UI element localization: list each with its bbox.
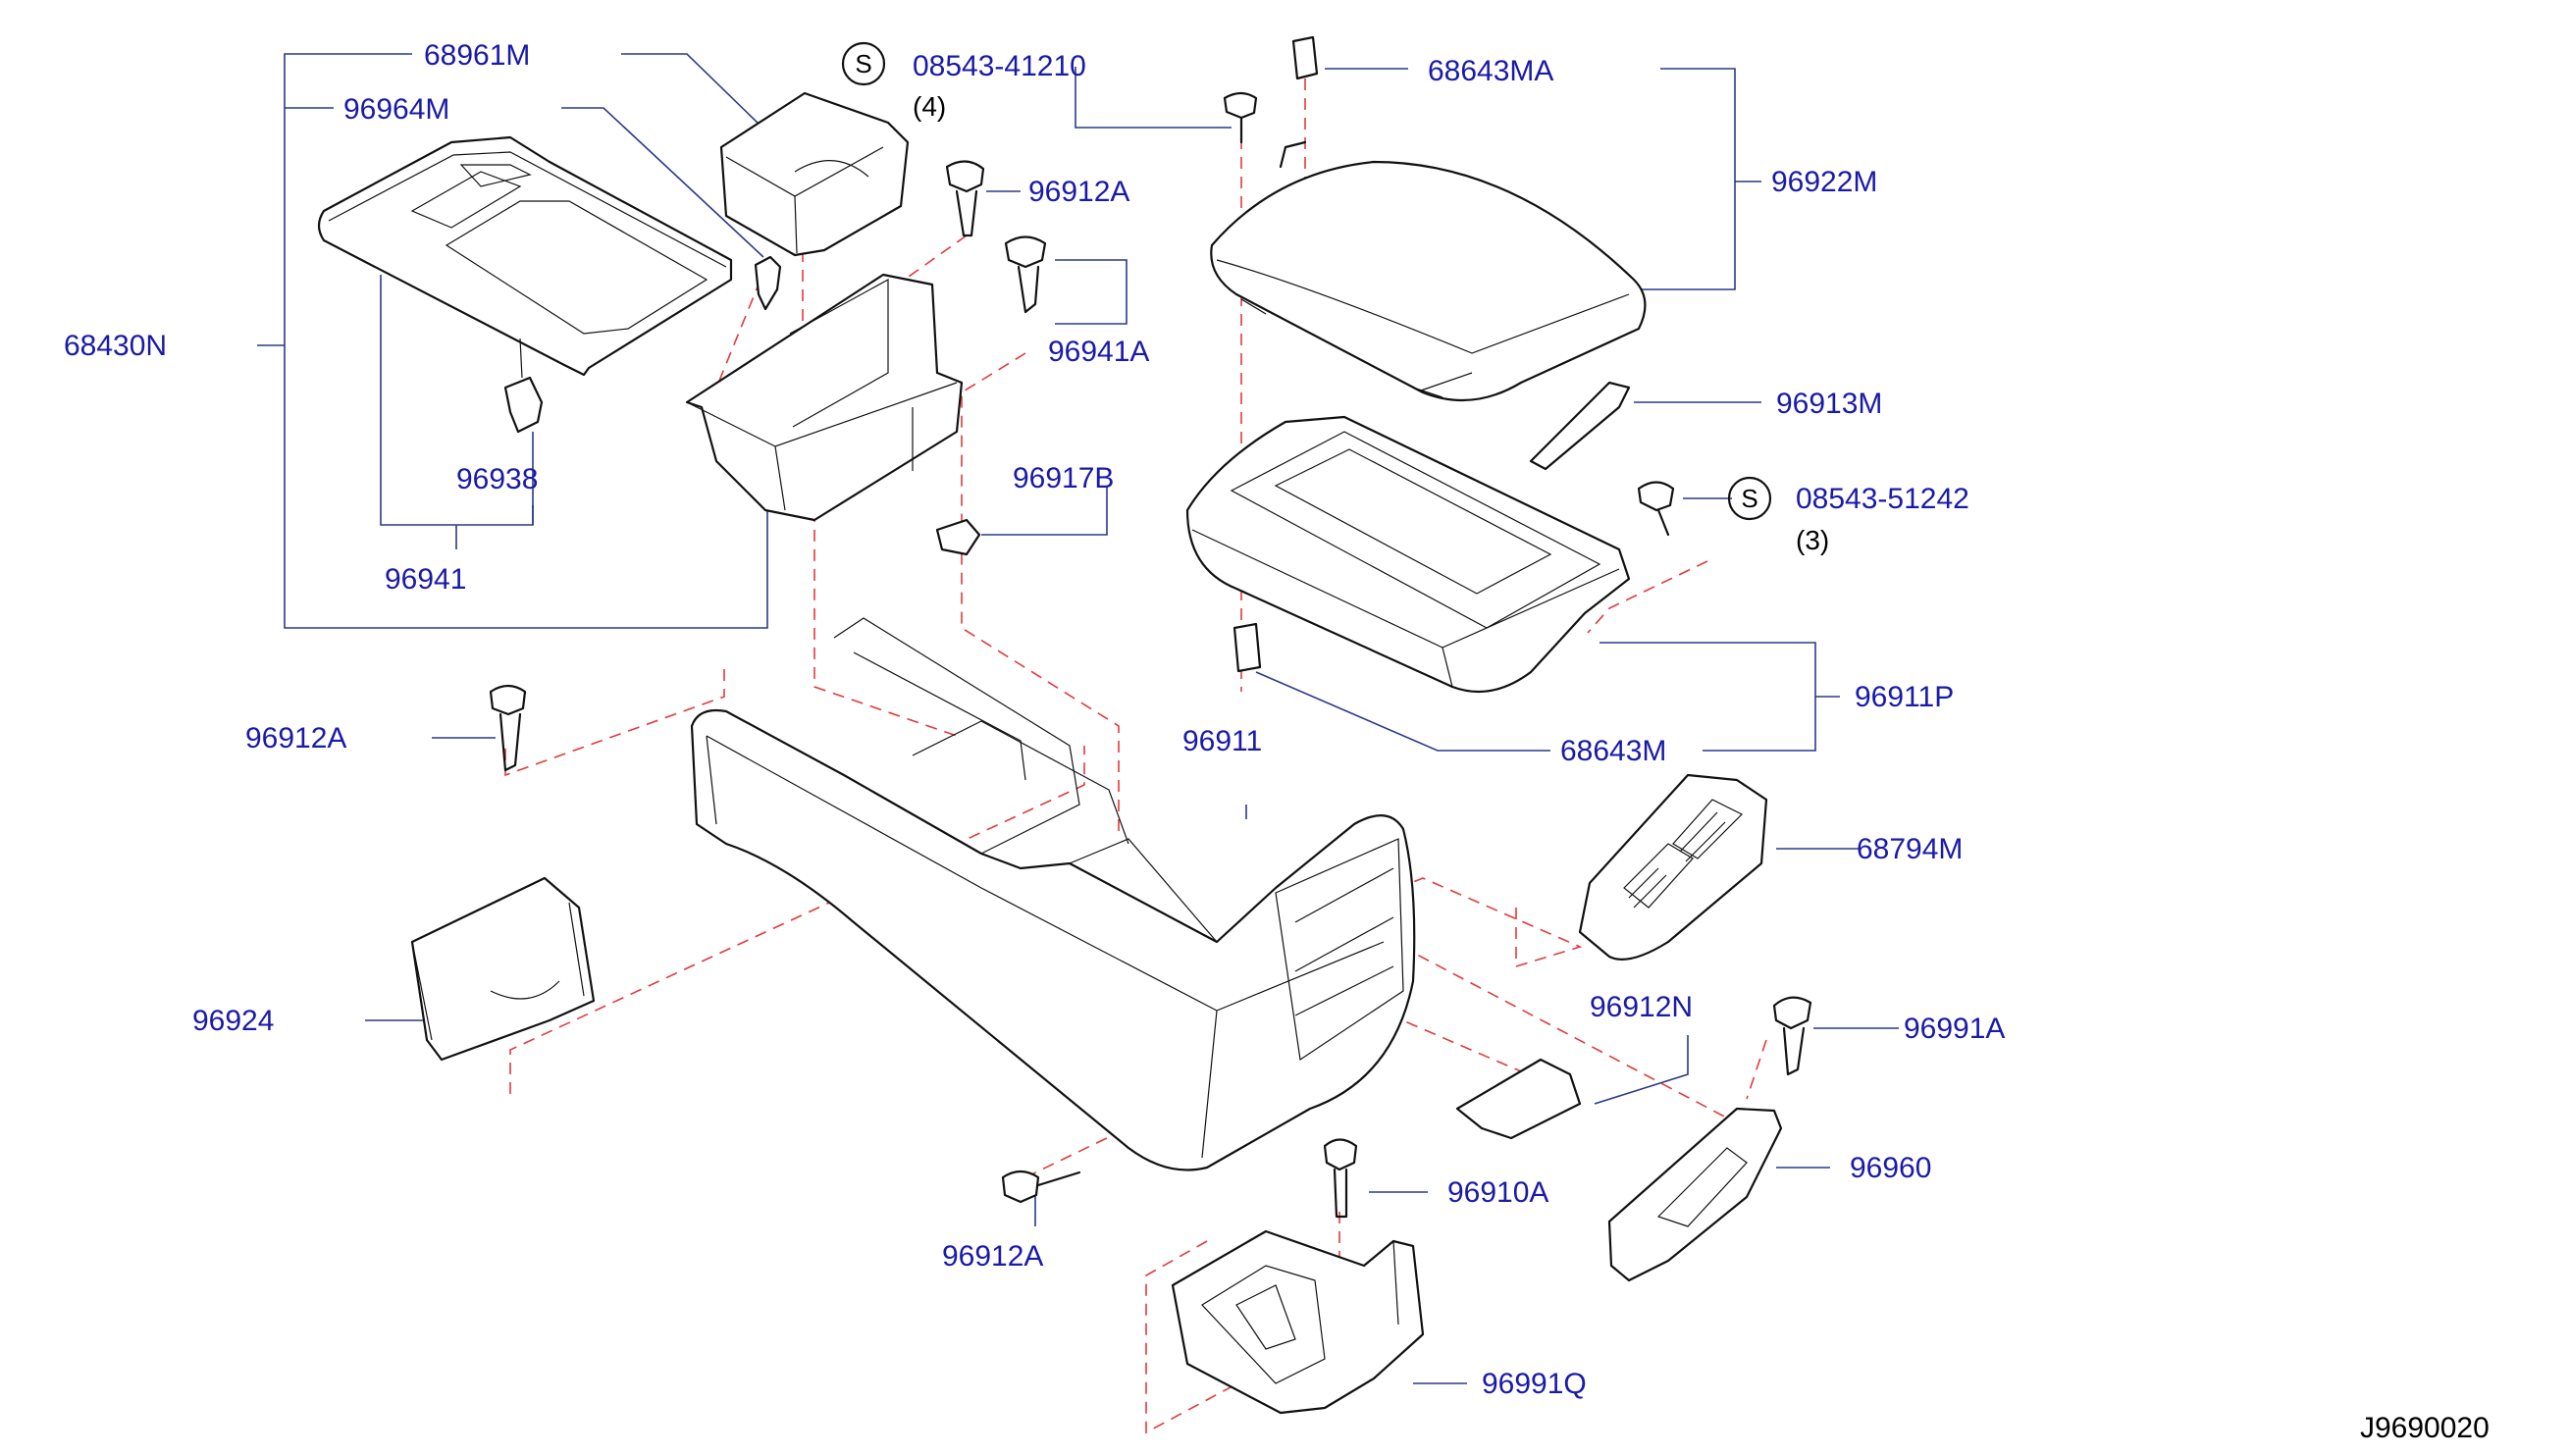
console-box-drawing [1185,415,1631,694]
front-box-drawing [685,273,964,522]
part-label-68961M: 68961M [424,39,530,72]
pin-68643MA-drawing [1291,35,1319,80]
part-label-96912N: 96912N [1590,991,1693,1023]
clip-96912A-top-drawing [945,160,985,237]
bracket-96912N-drawing [1455,1058,1582,1140]
part-label-68643MA: 68643MA [1428,55,1553,87]
clip-96991A-drawing [1772,996,1812,1076]
diagram-reference-code: J9690020 [2360,1412,2490,1444]
clip-96941A-drawing [1004,235,1047,314]
part-label-68794M: 68794M [1857,833,1963,865]
part-label-96964M: 96964M [343,93,449,126]
part-label-96941A: 96941A [1048,336,1149,368]
clip-96917B-drawing [935,518,981,556]
main-console-drawing [690,617,1416,1171]
pocket-96924-drawing [410,876,596,1062]
part-label-96960: 96960 [1850,1152,1931,1184]
bezel-96960-drawing [1607,1107,1783,1282]
part-label-96913M: 96913M [1776,388,1882,420]
s-symbol-label-2: S [1741,484,1757,513]
part-label-96922M: 96922M [1771,166,1877,198]
part-label-96912A-top: 96912A [1028,176,1129,208]
part-label-96924: 96924 [192,1005,274,1037]
clip-96912A-bottom-drawing [1001,1170,1081,1204]
parts-drawings [317,35,1812,1415]
part-label-96912A-bottom: 96912A [942,1240,1043,1273]
part-label-96938: 96938 [456,463,538,495]
pocket-pad-drawing [719,91,910,257]
part-label-96912A-left: 96912A [245,722,346,754]
leader-lines [257,53,1899,1384]
armrest-lid-drawing [1210,140,1647,402]
part-label-08543-41210: 08543-41210 [913,50,1086,82]
part-label-68643M: 68643M [1560,735,1666,767]
rear-vent-drawing [1578,773,1768,961]
part-qty-08543-41210: (4) [913,91,946,122]
clip-96912A-left-drawing [489,684,527,772]
part-label-96911P: 96911P [1855,681,1954,713]
s-symbol-label-1: S [855,49,871,78]
bolt-96910A-drawing [1323,1138,1358,1219]
standard-part-symbol-1 [841,41,886,86]
clip-96938-drawing [503,338,544,434]
labels: S S 68961M 96964M 68430N 96938 96941 085… [64,39,2490,1444]
bracket-96991Q-drawing [1171,1229,1425,1415]
part-label-96991Q: 96991Q [1482,1368,1587,1400]
part-qty-08543-51242: (3) [1796,525,1829,555]
finisher-panel-drawing [317,135,733,377]
screw-08543-41210-drawing [1223,91,1258,144]
part-label-68430N: 68430N [64,330,167,362]
part-label-08543-51242: 08543-51242 [1796,483,1969,515]
part-label-96910A: 96910A [1447,1176,1548,1209]
part-label-96941: 96941 [385,563,466,596]
pin-68643M-drawing [1233,622,1262,673]
part-label-96991A: 96991A [1904,1013,2005,1045]
part-label-96911: 96911 [1182,725,1262,757]
pad-96913M-drawing [1529,381,1631,471]
screw-08543-51242-drawing [1637,481,1675,537]
standard-part-symbol-2 [1727,476,1772,521]
pin-drawing [754,255,782,311]
part-label-96917B: 96917B [1013,462,1114,494]
